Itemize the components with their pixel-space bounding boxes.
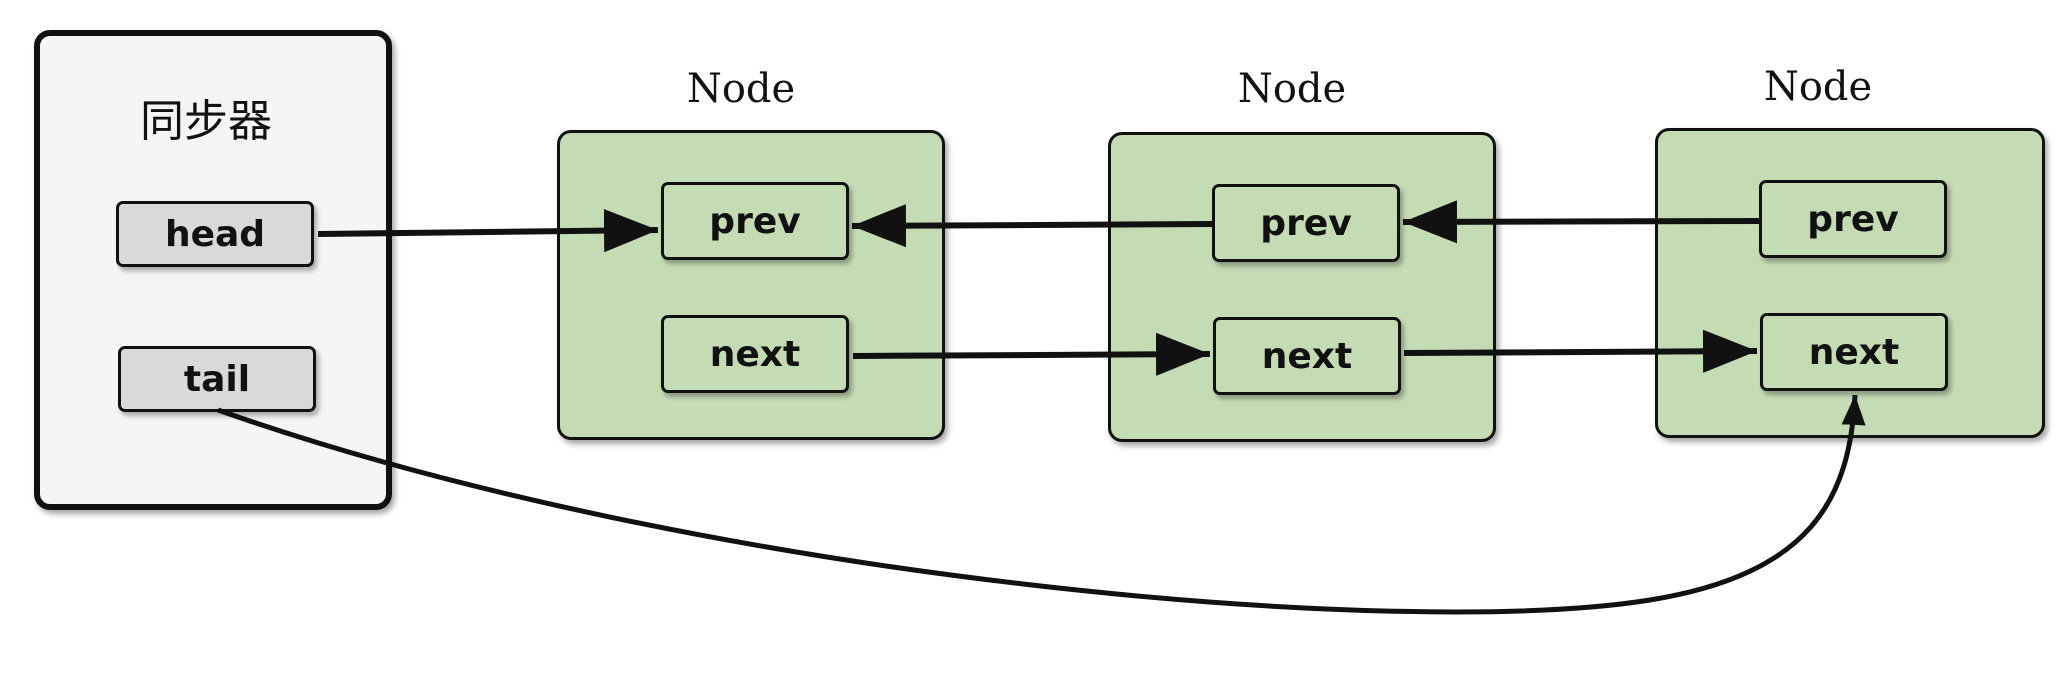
arrow-node2-prev-to-node1-prev — [851, 204, 1213, 248]
arrow-tail-to-node3-next — [217, 394, 1866, 615]
node-3-title: Node — [1763, 64, 1873, 110]
node-3-prev-field: prev — [1759, 180, 1947, 258]
node-1-prev-field: prev — [661, 182, 849, 260]
synchronizer-box — [34, 30, 392, 510]
arrow-node2-next-to-node3-next — [1403, 329, 1758, 373]
node-2-next-field: next — [1213, 317, 1401, 395]
head-field: head — [116, 201, 314, 267]
arrow-node1-next-to-node2-next — [852, 332, 1211, 376]
tail-field: tail — [118, 346, 316, 412]
node-2-prev-field: prev — [1212, 184, 1400, 262]
node-1-title: Node — [686, 66, 796, 112]
node-2-title: Node — [1237, 66, 1347, 112]
arrow-node3-prev-to-node2-prev — [1402, 200, 1760, 244]
synchronizer-title: 同步器 — [140, 96, 272, 147]
node-1-next-field: next — [661, 315, 849, 393]
node-3-next-field: next — [1760, 313, 1948, 391]
arrow-head-to-node1-prev — [317, 209, 659, 253]
node-2 — [1108, 132, 1496, 442]
